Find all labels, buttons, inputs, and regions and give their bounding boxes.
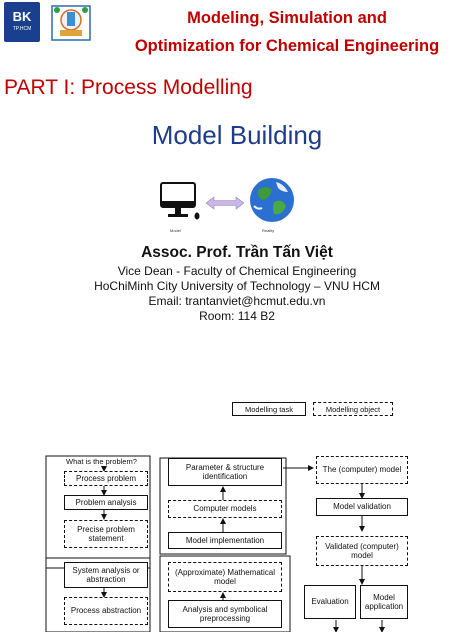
- bk-logo: BK TP.HCM: [4, 2, 40, 42]
- author-affiliation: HoChiMinh City University of Technology …: [94, 279, 380, 293]
- author-title: Vice Dean - Faculty of Chemical Engineer…: [117, 264, 357, 278]
- problem-analysis-box: Problem analysis: [64, 495, 148, 510]
- author-room: Room: 114 B2: [199, 309, 275, 323]
- model-application-box: Model application: [360, 585, 408, 619]
- evaluation-box: Evaluation: [304, 585, 356, 619]
- model-label: Model: [170, 228, 181, 233]
- course-title-line-1: Modeling, Simulation and: [187, 9, 387, 27]
- part-title: PART I: Process Modelling: [4, 76, 253, 99]
- computer-icon: [158, 182, 202, 224]
- slide-title: Model Building: [151, 120, 323, 150]
- computer-models-box: Computer models: [168, 500, 282, 518]
- mathematical-model-box: (Approximate) Mathematical model: [168, 562, 282, 592]
- reality-label: Reality: [262, 228, 275, 233]
- legend-modelling-object: Modelling object: [313, 402, 393, 416]
- model-implementation-box: Model implementation: [168, 532, 282, 549]
- faculty-logo: [46, 0, 96, 44]
- system-analysis-box: System analysis or abstraction: [64, 562, 148, 588]
- validated-model-box: Validated (computer) model: [316, 536, 408, 566]
- computer-model-box: The (computer) model: [316, 456, 408, 484]
- process-problem-box: Process problem: [64, 471, 148, 486]
- author-name: Assoc. Prof. Trần Tấn Việt: [141, 244, 333, 261]
- what-is-problem-label: What is the problem?: [66, 457, 137, 467]
- parameter-identification-box: Parameter & structure identification: [168, 458, 282, 486]
- precise-statement-box: Precise problem statement: [64, 520, 148, 548]
- course-title-line-2: Optimization for Chemical Engineering: [134, 37, 440, 55]
- bk-logo-text: BK: [12, 9, 32, 24]
- process-abstraction-box: Process abstraction: [64, 597, 148, 625]
- bk-logo-sub: TP.HCM: [12, 26, 32, 32]
- legend-modelling-task: Modelling task: [232, 402, 306, 416]
- globe-icon: [248, 176, 296, 224]
- model-validation-box: Model validation: [316, 498, 408, 516]
- symbolic-preprocessing-box: Analysis and symbolical preprocessing: [168, 600, 282, 628]
- author-email: Email: trantanviet@hcmut.edu.vn: [148, 294, 326, 308]
